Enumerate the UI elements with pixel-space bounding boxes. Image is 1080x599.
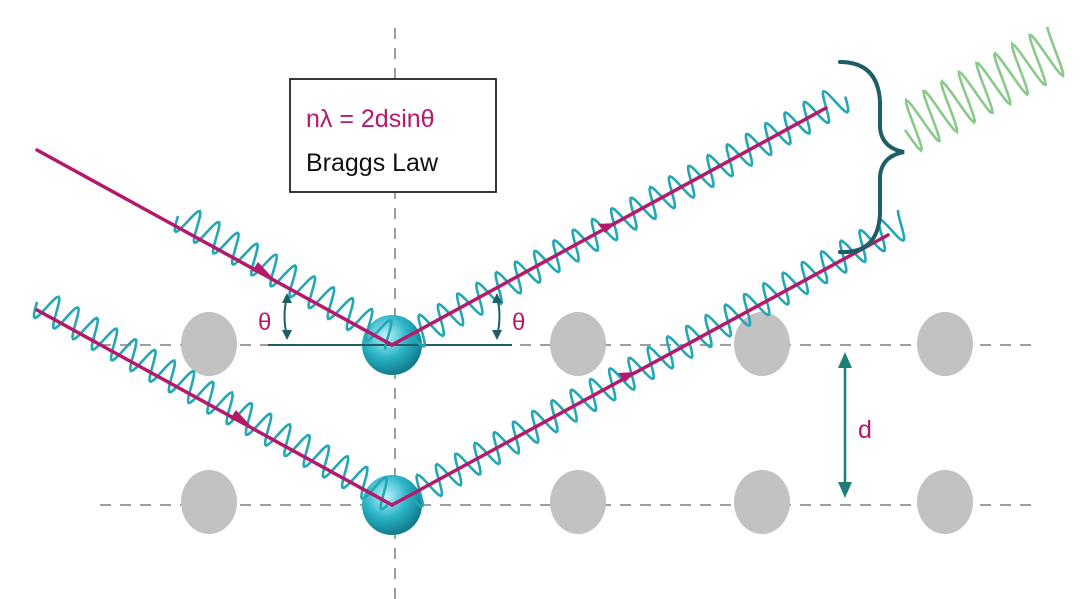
- reflected-wave-bottom: [409, 209, 906, 508]
- lattice-atoms: [181, 312, 973, 534]
- lattice-atom: [181, 470, 237, 534]
- spacing-arrowhead-bottom: [838, 482, 852, 498]
- lattice-atom: [550, 470, 606, 534]
- angle-arrowhead-right-bottom: [492, 330, 502, 340]
- incident-beam-top: [35, 148, 394, 347]
- spacing-label: d: [858, 416, 872, 444]
- lattice-atom: [734, 312, 790, 376]
- reflected-beam-bottom: [390, 233, 890, 507]
- angle-arrowhead-left-top: [282, 293, 292, 303]
- beam-arrow-incident-bottom: [230, 410, 250, 425]
- lattice-atom: [550, 312, 606, 376]
- angle-arrowhead-right-top: [492, 293, 502, 303]
- beam-arrow-reflected-bottom: [618, 372, 636, 382]
- theta-label-right: θ: [512, 309, 525, 336]
- incident-beam-bottom: [35, 308, 394, 507]
- resultant-wave: [903, 26, 1065, 153]
- wave-combine-brace: [838, 60, 905, 255]
- law-name-text: Braggs Law: [306, 149, 439, 177]
- lattice-atom: [917, 312, 973, 376]
- beam-arrow-reflected-top: [598, 223, 616, 233]
- spacing-arrowhead-top: [838, 352, 852, 368]
- beam-arrow-incident-top: [252, 262, 272, 277]
- equation-box: [289, 78, 497, 193]
- incident-wave-top: [173, 209, 393, 350]
- theta-label-left: θ: [258, 309, 271, 336]
- lattice-atom: [181, 312, 237, 376]
- equation-text: nλ = 2dsinθ: [306, 105, 435, 133]
- lattice-atom: [917, 470, 973, 534]
- reflected-wave-top: [411, 89, 850, 348]
- lattice-atom: [734, 470, 790, 534]
- angle-arrowhead-left-bottom: [282, 330, 292, 340]
